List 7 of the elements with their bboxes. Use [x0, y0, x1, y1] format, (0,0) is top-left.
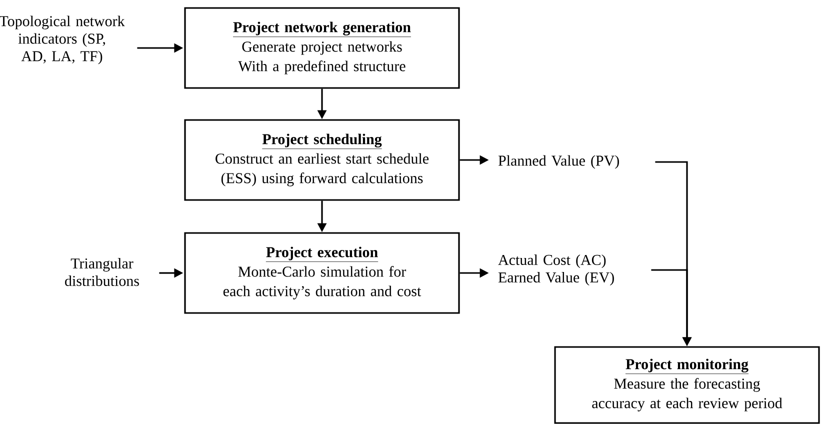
process-box: Project scheduling Construct an earliest start schedule (ESS) using forward calculations	[184, 119, 460, 201]
flow-label: Actual Cost (AC) Earned Value (EV)	[498, 254, 614, 286]
flow-label: Triangular distributions	[65, 258, 139, 286]
process-box: Project monitoring Measure the forecasting accuracy at each review period	[554, 346, 820, 424]
process-box: Project network generation Generate project networks With a predefined structure	[184, 7, 460, 89]
flow-label: Planned Value (PV)	[498, 155, 619, 169]
process-box: Project execution Monte-Carlo simulation for each activity’s duration and cost	[184, 232, 460, 314]
